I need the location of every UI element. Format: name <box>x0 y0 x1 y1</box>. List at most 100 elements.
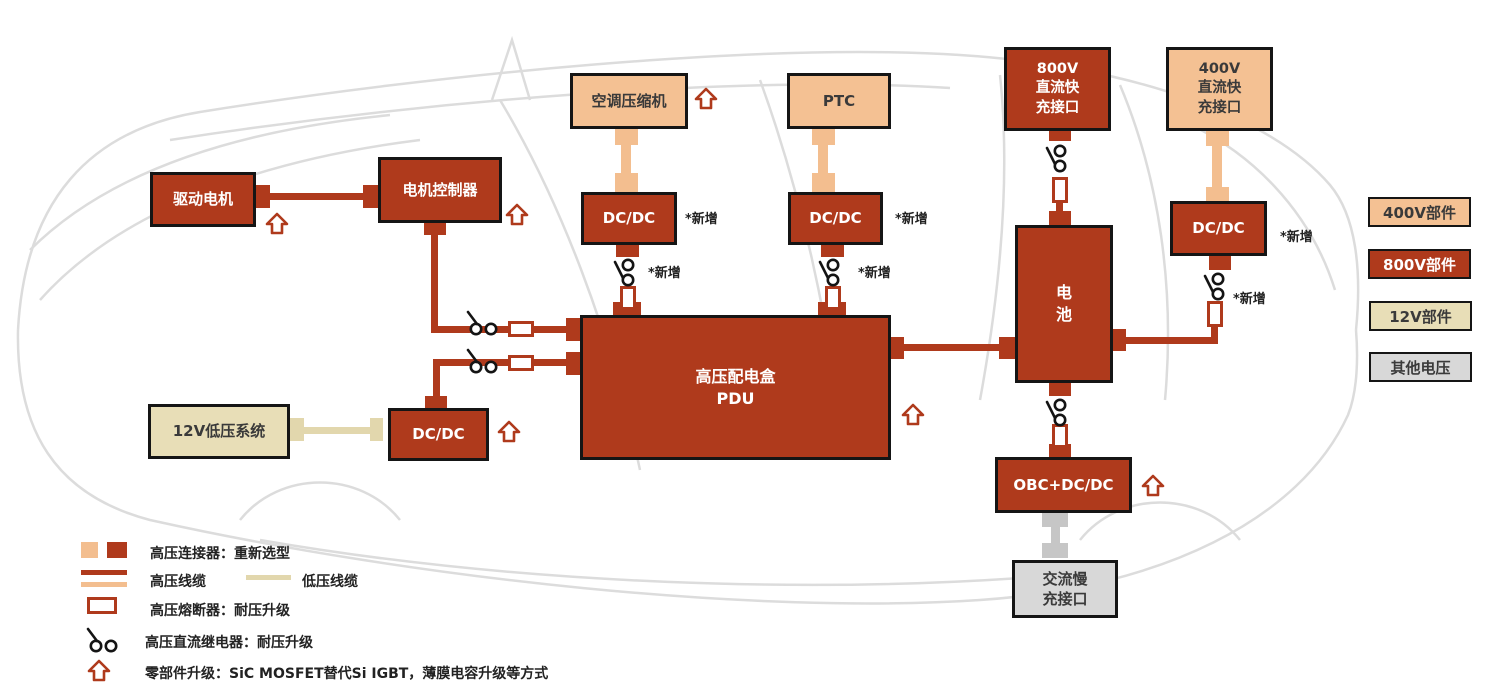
new-item-badge: *新增 <box>1233 292 1266 307</box>
sys-12v-box: 12V低压系统 <box>148 404 290 459</box>
ac-connector <box>1042 512 1068 527</box>
dcdc-ptc-box: DC/DC <box>788 192 883 245</box>
legend-800v-label: 800V部件 <box>1383 255 1456 274</box>
dcdc-label: DC/DC <box>809 209 862 228</box>
port-800v-box: 800V 直流快 充接口 <box>1004 47 1111 131</box>
hv-connector <box>999 337 1015 359</box>
legend-relay-icon <box>86 627 118 653</box>
legend-hv-cable-swatch-800v <box>81 570 127 575</box>
hv-cable <box>431 326 567 333</box>
upgrade-arrow-icon <box>901 403 925 426</box>
legend-12v-parts: 12V部件 <box>1369 301 1472 331</box>
legend-other-label: 其他电压 <box>1390 358 1451 377</box>
legend-800v-parts: 800V部件 <box>1368 249 1471 279</box>
fuse-icon <box>508 321 534 337</box>
ptc-label: PTC <box>822 91 856 110</box>
upgrade-arrow-icon <box>265 212 289 235</box>
ac-cable <box>1051 527 1060 546</box>
dcdc-label: DC/DC <box>602 209 656 228</box>
upgrade-arrow-icon <box>1141 474 1165 497</box>
new-item-badge: *新增 <box>685 212 718 227</box>
hv-connector <box>424 222 446 235</box>
legend-upgrade-arrow-icon <box>87 659 111 682</box>
hv-connector <box>1049 383 1071 396</box>
battery-box: 电 池 <box>1015 225 1113 383</box>
hv-connector <box>1049 211 1071 225</box>
dcdc-right-box: DC/DC <box>1170 201 1267 256</box>
hv-connector-400v <box>812 128 835 145</box>
motor-controller-box: 电机控制器 <box>378 157 502 223</box>
hv-connector <box>1209 256 1231 270</box>
relay-icon <box>613 258 635 287</box>
relay-icon <box>1045 398 1067 427</box>
ac-connector <box>1042 543 1068 558</box>
legend-hv-cable-swatch-400v <box>81 582 127 587</box>
legend-fuse-label: 高压熔断器：耐压升级 <box>150 603 290 619</box>
hv-connector <box>255 185 270 208</box>
hv-cable-400v <box>621 145 631 176</box>
legend-400v-parts: 400V部件 <box>1368 197 1471 227</box>
new-item-badge: *新增 <box>895 212 928 227</box>
relay-icon <box>466 310 498 336</box>
hv-connector <box>616 244 639 257</box>
hv-connector <box>566 352 581 375</box>
hv-connector-400v <box>1206 187 1229 201</box>
upgrade-arrow-icon <box>694 87 718 110</box>
hv-cable <box>1124 337 1218 344</box>
new-item-badge: *新增 <box>648 266 681 281</box>
legend-other-voltage: 其他电压 <box>1369 352 1472 382</box>
legend-connector-label: 高压连接器：重新选型 <box>150 546 290 562</box>
hv-cable <box>266 193 366 200</box>
hv-cable <box>902 344 1002 351</box>
ac-compressor-label: 空调压缩机 <box>591 91 667 110</box>
lv-cable <box>304 427 372 434</box>
pdu-label: 高压配电盒 PDU <box>695 366 776 408</box>
sys-12v-label: 12V低压系统 <box>172 422 266 441</box>
ac-slow-port-box: 交流慢 充接口 <box>1012 560 1118 618</box>
hv-cable <box>433 360 440 398</box>
new-item-badge: *新增 <box>858 266 891 281</box>
fuse-icon <box>620 286 636 310</box>
legend-upgrade-label: 零部件升级：SiC MOSFET替代Si IGBT，薄膜电容升级等方式 <box>145 666 549 682</box>
upgrade-arrow-icon <box>497 420 521 443</box>
upgrade-arrow-icon <box>505 203 529 226</box>
drive-motor-box: 驱动电机 <box>150 172 256 227</box>
lv-connector <box>288 418 304 441</box>
port-400v-label: 400V 直流快 充接口 <box>1197 60 1242 116</box>
hv-connector <box>566 318 581 341</box>
fuse-icon <box>1207 301 1223 327</box>
fuse-icon <box>1052 177 1068 203</box>
ac-compressor-box: 空调压缩机 <box>570 73 688 129</box>
relay-icon <box>1045 144 1067 173</box>
port-800v-label: 800V 直流快 充接口 <box>1035 60 1080 116</box>
drive-motor-label: 驱动电机 <box>172 190 233 209</box>
hv-connector-400v <box>1206 130 1229 146</box>
legend-fuse-icon <box>87 597 117 614</box>
dcdc-12v-box: DC/DC <box>388 408 489 461</box>
legend-lv-cable-label: 低压线缆 <box>302 574 358 590</box>
ptc-box: PTC <box>787 73 891 129</box>
hv-cable <box>431 233 438 332</box>
new-item-badge: *新增 <box>1280 230 1313 245</box>
obc-label: OBC+DC/DC <box>1013 475 1114 494</box>
relay-icon <box>466 348 498 374</box>
hv-cable <box>1211 325 1218 344</box>
fuse-icon <box>825 286 841 310</box>
hv-cable <box>1056 203 1063 211</box>
dcdc-label: DC/DC <box>412 425 465 444</box>
hv-connector <box>821 244 844 257</box>
legend-relay-label: 高压直流继电器：耐压升级 <box>145 635 313 651</box>
lv-connector <box>370 418 383 441</box>
hv-cable <box>433 359 567 366</box>
hv-connector <box>425 396 447 409</box>
hv-connector <box>1110 329 1126 351</box>
relay-icon <box>818 258 840 287</box>
fuse-icon <box>508 355 534 371</box>
legend-connector-swatch-400v <box>81 542 98 558</box>
obc-box: OBC+DC/DC <box>995 457 1132 513</box>
port-400v-box: 400V 直流快 充接口 <box>1166 47 1273 131</box>
hv-cable-400v <box>818 145 828 176</box>
dcdc-ac-box: DC/DC <box>581 192 677 245</box>
legend-connector-swatch-800v <box>107 542 127 558</box>
